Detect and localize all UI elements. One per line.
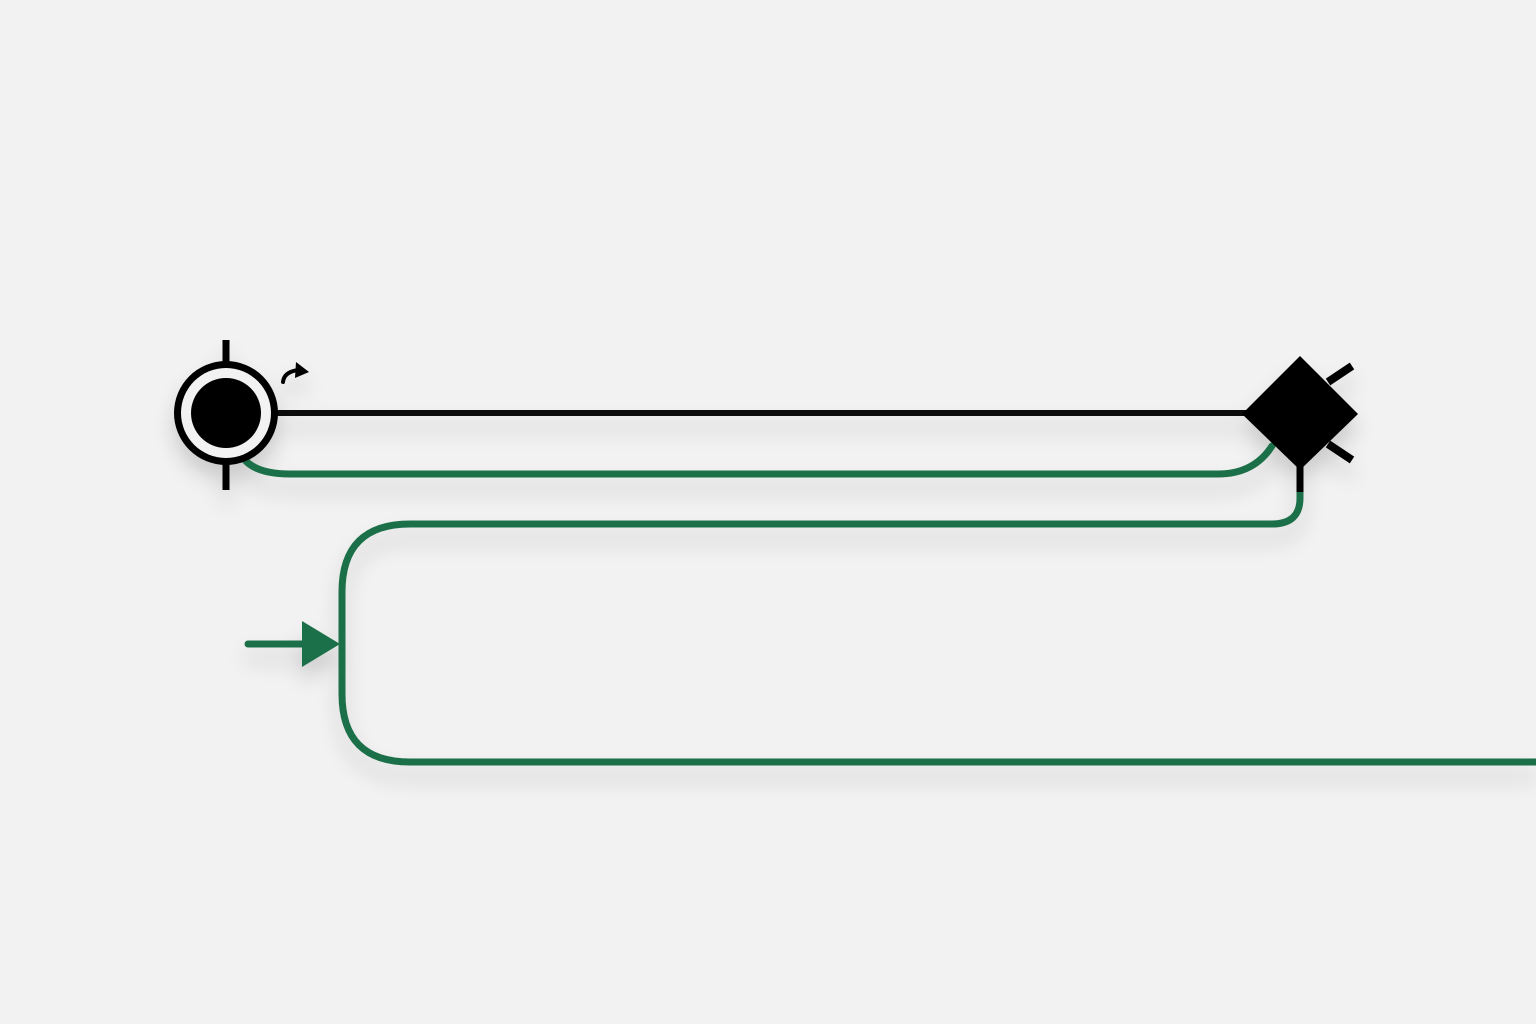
curved-arrow-icon (281, 362, 309, 384)
arrow-right-icon (244, 621, 340, 667)
diamond-node-icon[interactable] (1242, 356, 1358, 470)
outer-route (338, 490, 1536, 766)
circle-node-icon[interactable] (174, 340, 278, 490)
return-route (234, 442, 1276, 478)
